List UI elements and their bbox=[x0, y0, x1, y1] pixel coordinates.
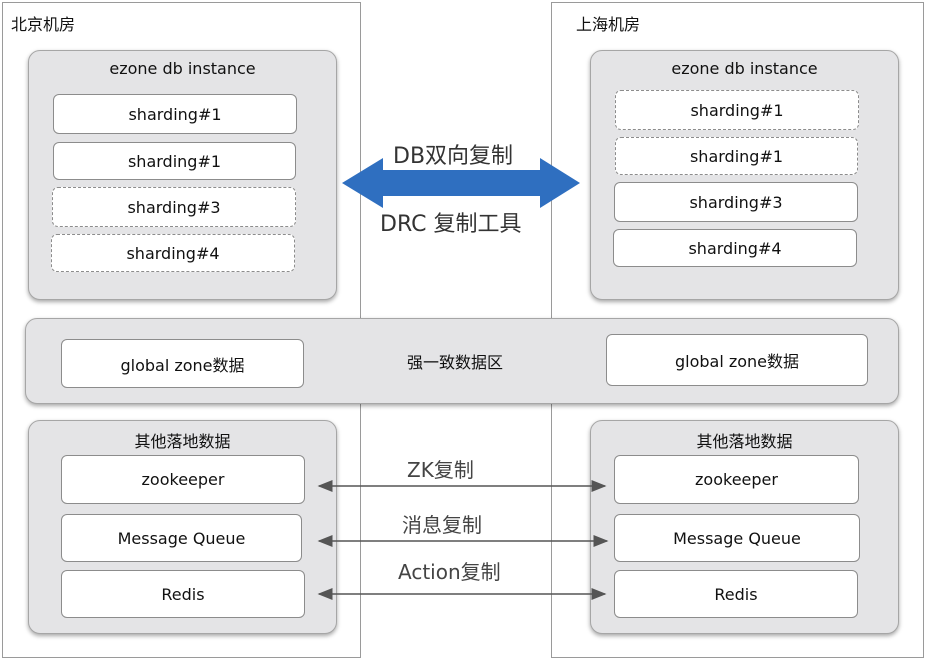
db-bidirectional-arrow bbox=[342, 158, 580, 208]
shard-left-2[interactable]: sharding#1 bbox=[53, 142, 296, 180]
zookeeper-left[interactable]: zookeeper bbox=[61, 455, 305, 504]
action-replication-label: Action复制 bbox=[398, 560, 501, 584]
other-data-right-title: 其他落地数据 bbox=[696, 432, 793, 451]
db-instance-right-title: ezone db instance bbox=[671, 59, 818, 78]
other-data-left-title: 其他落地数据 bbox=[134, 432, 231, 451]
shard-left-3[interactable]: sharding#3 bbox=[52, 187, 296, 227]
shard-left-4[interactable]: sharding#4 bbox=[51, 234, 295, 272]
global-zone-left-box[interactable]: global zone数据 bbox=[61, 339, 304, 388]
redis-left[interactable]: Redis bbox=[61, 570, 305, 618]
datacenter-beijing-title: 北京机房 bbox=[11, 15, 76, 34]
shard-right-3[interactable]: sharding#3 bbox=[614, 182, 858, 222]
db-instance-left-title: ezone db instance bbox=[109, 59, 256, 78]
zk-replication-label: ZK复制 bbox=[407, 458, 474, 482]
shard-right-4[interactable]: sharding#4 bbox=[613, 229, 857, 267]
shard-right-1[interactable]: sharding#1 bbox=[615, 90, 859, 130]
shard-right-2[interactable]: sharding#1 bbox=[615, 137, 858, 175]
message-replication-label: 消息复制 bbox=[402, 513, 482, 537]
datacenter-shanghai-title: 上海机房 bbox=[576, 15, 641, 34]
global-zone-right-box[interactable]: global zone数据 bbox=[606, 334, 868, 386]
drc-tool-label: DRC 复制工具 bbox=[380, 212, 522, 237]
message-queue-left[interactable]: Message Queue bbox=[61, 514, 302, 562]
message-queue-right[interactable]: Message Queue bbox=[614, 514, 860, 562]
zookeeper-right[interactable]: zookeeper bbox=[614, 455, 859, 504]
db-replication-label: DB双向复制 bbox=[393, 144, 514, 169]
shard-left-1[interactable]: sharding#1 bbox=[53, 94, 297, 134]
redis-right[interactable]: Redis bbox=[614, 570, 858, 618]
strong-consistency-label: 强一致数据区 bbox=[407, 353, 504, 372]
